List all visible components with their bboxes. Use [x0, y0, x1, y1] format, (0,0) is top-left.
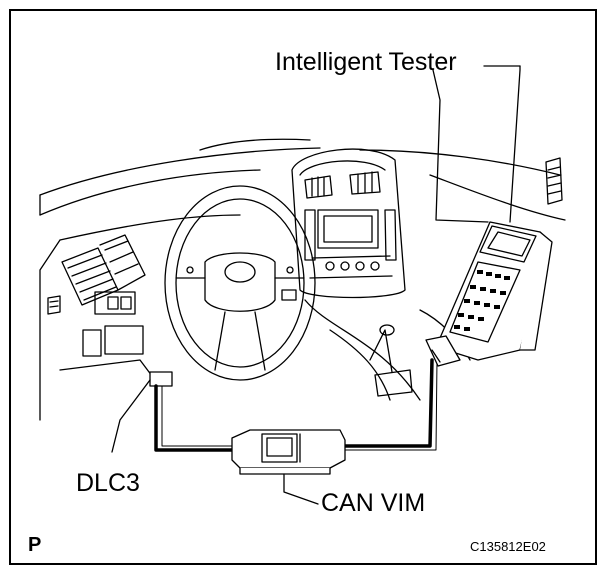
steering-wheel	[164, 185, 316, 381]
can-vim-module	[231, 429, 346, 505]
cables	[154, 358, 438, 452]
can-vim-label: CAN VIM	[321, 489, 426, 517]
center-console	[291, 148, 471, 401]
dlc3-connector	[111, 371, 173, 453]
intelligent-tester	[425, 65, 553, 367]
intelligent-tester-label: Intelligent Tester	[275, 48, 457, 76]
dlc3-label: DLC3	[76, 469, 140, 497]
figure-code: C135812E02	[470, 539, 546, 554]
right-air-vent	[545, 157, 563, 205]
left-switch-panel	[47, 291, 156, 381]
view-mark: P	[28, 534, 42, 556]
left-air-vent	[61, 234, 146, 306]
dashboard-outline	[39, 138, 566, 421]
